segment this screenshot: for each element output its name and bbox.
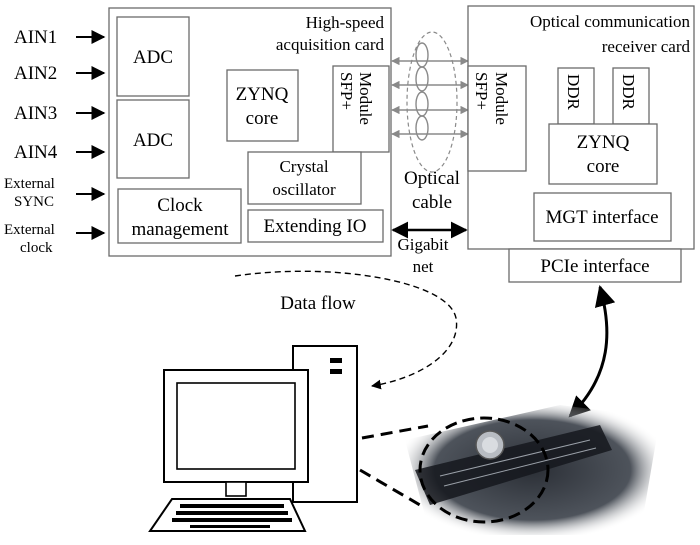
- zynq-rx-label-1: ZYNQ: [577, 132, 630, 153]
- crystal-label-1: Crystal: [279, 157, 328, 176]
- adc-block-1: [116, 16, 190, 97]
- clock-label-1: Clock: [157, 195, 203, 216]
- input-signals: AIN1 AIN2 AIN3 AIN4 External SYNC Extern…: [4, 27, 106, 256]
- ain4-label: AIN4: [14, 142, 58, 163]
- crystal-label-2: oscillator: [272, 180, 336, 199]
- ext-clock-label-1: External: [4, 222, 55, 238]
- pcie-connection-arrow: [568, 284, 616, 418]
- sfp-acq-label-1: SFP+: [337, 72, 356, 110]
- adc-block-2: [116, 99, 190, 179]
- pcie-slot: [415, 425, 612, 505]
- fiber-bundle-outline: [406, 31, 458, 173]
- ain1-label: AIN1: [14, 27, 57, 48]
- zynq-acq-label-1: ZYNQ: [236, 84, 289, 105]
- sfp-rx-label-2: Module: [492, 72, 511, 125]
- tower-drive-slot-2: [330, 369, 342, 374]
- pcie-label: PCIe interface: [540, 256, 649, 277]
- ddr-label-2: DDR: [619, 74, 638, 111]
- keyboard-keys: [172, 504, 292, 528]
- monitor-neck: [225, 481, 247, 497]
- pcie-interface: [508, 248, 682, 283]
- optical-link: Optical cable Gigabit net: [391, 31, 469, 276]
- zoom-circle: [418, 416, 550, 524]
- ext-sync-label-2: SYNC: [14, 194, 54, 210]
- adc-label-1: ADC: [133, 47, 173, 68]
- sfp-rx-label-1: SFP+: [472, 72, 491, 110]
- coin-battery-center: [482, 437, 498, 453]
- optical-cable-label-2: cable: [412, 192, 452, 213]
- mgt-interface: [533, 192, 672, 242]
- ddr-block-2: [612, 67, 650, 125]
- mgt-label: MGT interface: [545, 207, 658, 228]
- ddr-label-1: DDR: [564, 74, 583, 111]
- gigabit-label-2: net: [413, 257, 434, 276]
- clock-management: [117, 188, 242, 244]
- zynq-core-rx: [548, 123, 658, 185]
- acquisition-card: High-speed acquisition card ADC ADC ZYNQ…: [108, 7, 392, 257]
- acquisition-card-title-2: acquisition card: [276, 35, 385, 54]
- ain2-label: AIN2: [14, 63, 57, 84]
- data-flow-arrow: [234, 270, 458, 390]
- receiver-card-title-1: Optical communication: [530, 12, 691, 31]
- extending-io-label: Extending IO: [264, 216, 367, 237]
- ext-sync-label-1: External: [4, 176, 55, 192]
- fiber-lines: [391, 42, 469, 141]
- zynq-core-acq: [226, 69, 299, 142]
- acquisition-card-title-1: High-speed: [306, 13, 385, 32]
- clock-label-2: management: [131, 219, 229, 240]
- pcie-board-photo: [405, 405, 660, 535]
- receiver-card: Optical communication receiver card SFP+…: [467, 5, 695, 283]
- zoom-lines: [359, 424, 429, 507]
- data-flow-label: Data flow: [280, 293, 356, 314]
- ain3-label: AIN3: [14, 103, 57, 124]
- crystal-oscillator: [247, 151, 362, 205]
- adc-label-2: ADC: [133, 130, 173, 151]
- zynq-acq-label-2: core: [246, 108, 279, 129]
- sfp-acq-label-2: Module: [356, 72, 375, 125]
- optical-cable-label-1: Optical: [404, 168, 460, 189]
- slot-contacts: [439, 439, 597, 487]
- monitor-screen: [176, 382, 296, 470]
- zynq-rx-label-2: core: [587, 156, 620, 177]
- sfp-module-rx: [467, 65, 527, 172]
- ext-clock-label-2: clock: [20, 240, 53, 256]
- receiver-card-title-2: receiver card: [602, 37, 691, 56]
- data-flow: Data flow: [234, 270, 458, 390]
- extending-io: [247, 209, 384, 243]
- computer: [148, 345, 358, 532]
- sfp-module-acq: [332, 65, 390, 153]
- gigabit-label-1: Gigabit: [398, 235, 449, 254]
- tower-drive-slot-1: [330, 358, 342, 363]
